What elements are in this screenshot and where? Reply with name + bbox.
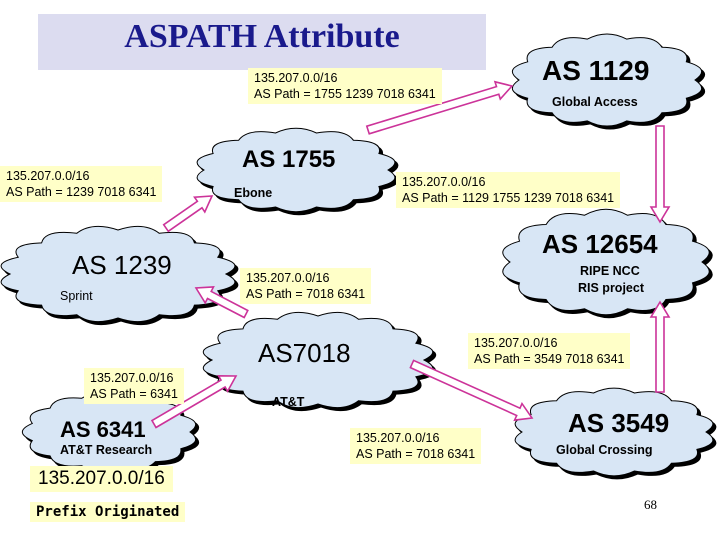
announcement-path: AS Path = 1755 1239 7018 6341 [254, 87, 436, 101]
origin-label: Prefix Originated [30, 502, 186, 522]
arrow-1239-to-1755 [162, 195, 214, 233]
slide-title: ASPATH Attribute [124, 18, 400, 55]
announcement-prefix: 135.207.0.0/16 [254, 71, 338, 85]
announcement-to-12654: 135.207.0.0/16 AS Path = 1129 1755 1239 … [396, 172, 621, 208]
announcement-prefix: 135.207.0.0/16 [90, 371, 174, 385]
as12654-name: AS 12654 [542, 229, 658, 259]
announcement-prefix: 135.207.0.0/16 [402, 175, 486, 189]
announcement-path: AS Path = 7018 6341 [246, 287, 366, 301]
announcement-prefix: 135.207.0.0/16 [6, 169, 90, 183]
as6341-org: AT&T Research [60, 443, 153, 457]
arrow-6341-to-7018 [150, 374, 238, 429]
announcement-prefix: 135.207.0.0/16 [246, 271, 330, 285]
as1239-cloud [0, 225, 236, 323]
announcement-path: AS Path = 3549 7018 6341 [474, 352, 625, 366]
arrow-1755-to-1129 [365, 80, 514, 135]
as1129-name: AS 1129 [542, 55, 650, 86]
as3549-cloud [514, 387, 714, 477]
as1755-name: AS 1755 [242, 146, 336, 173]
announcement-path: AS Path = 7018 6341 [356, 447, 476, 461]
arrow-7018-to-3549 [409, 359, 534, 422]
announcement-from-3549: 135.207.0.0/16 AS Path = 3549 7018 6341 [468, 333, 631, 369]
announcement-to-3549: 135.207.0.0/16 AS Path = 7018 6341 [350, 428, 482, 464]
announcement-path: AS Path = 1129 1755 1239 7018 6341 [402, 191, 615, 205]
as1239-org: Sprint [60, 289, 93, 303]
as12654-cloud [502, 208, 710, 316]
arrow-1129-to-12654 [649, 125, 671, 224]
announcement-prefix: 135.207.0.0/16 [474, 336, 558, 350]
as1129-org: Global Access [552, 95, 638, 109]
as1239-name: AS 1239 [72, 250, 172, 280]
announcement-to-1129: 135.207.0.0/16 AS Path = 1755 1239 7018 … [248, 68, 442, 104]
as1129-cloud [511, 33, 703, 127]
announcement-prefix: 135.207.0.0/16 [356, 431, 440, 445]
page-number: 68 [644, 497, 657, 512]
as3549-org: Global Crossing [556, 443, 653, 457]
announcement-path: AS Path = 1239 7018 6341 [6, 185, 157, 199]
as12654-org2: RIS project [578, 281, 644, 295]
as7018-cloud [202, 311, 434, 409]
as1755-org: Ebone [234, 186, 273, 200]
as12654-org: RIPE NCC [580, 264, 640, 278]
arrow-12654-to-3549 [649, 300, 671, 393]
announcement-to-1755: 135.207.0.0/16 AS Path = 1239 7018 6341 [0, 166, 163, 202]
title-box [38, 14, 486, 70]
announcement-to-7018: 135.207.0.0/16 AS Path = 6341 [84, 368, 184, 404]
announcement-path: AS Path = 6341 [90, 387, 178, 401]
as6341-name: AS 6341 [60, 417, 146, 442]
as7018-name: AS7018 [258, 338, 351, 368]
origin-prefix: 135.207.0.0/16 [30, 466, 173, 492]
as3549-name: AS 3549 [568, 408, 670, 438]
announcement-to-1239: 135.207.0.0/16 AS Path = 7018 6341 [240, 268, 372, 304]
as1755-cloud [196, 127, 396, 213]
as7018-org: AT&T [272, 395, 305, 409]
arrow-7018-to-1239 [194, 286, 249, 319]
